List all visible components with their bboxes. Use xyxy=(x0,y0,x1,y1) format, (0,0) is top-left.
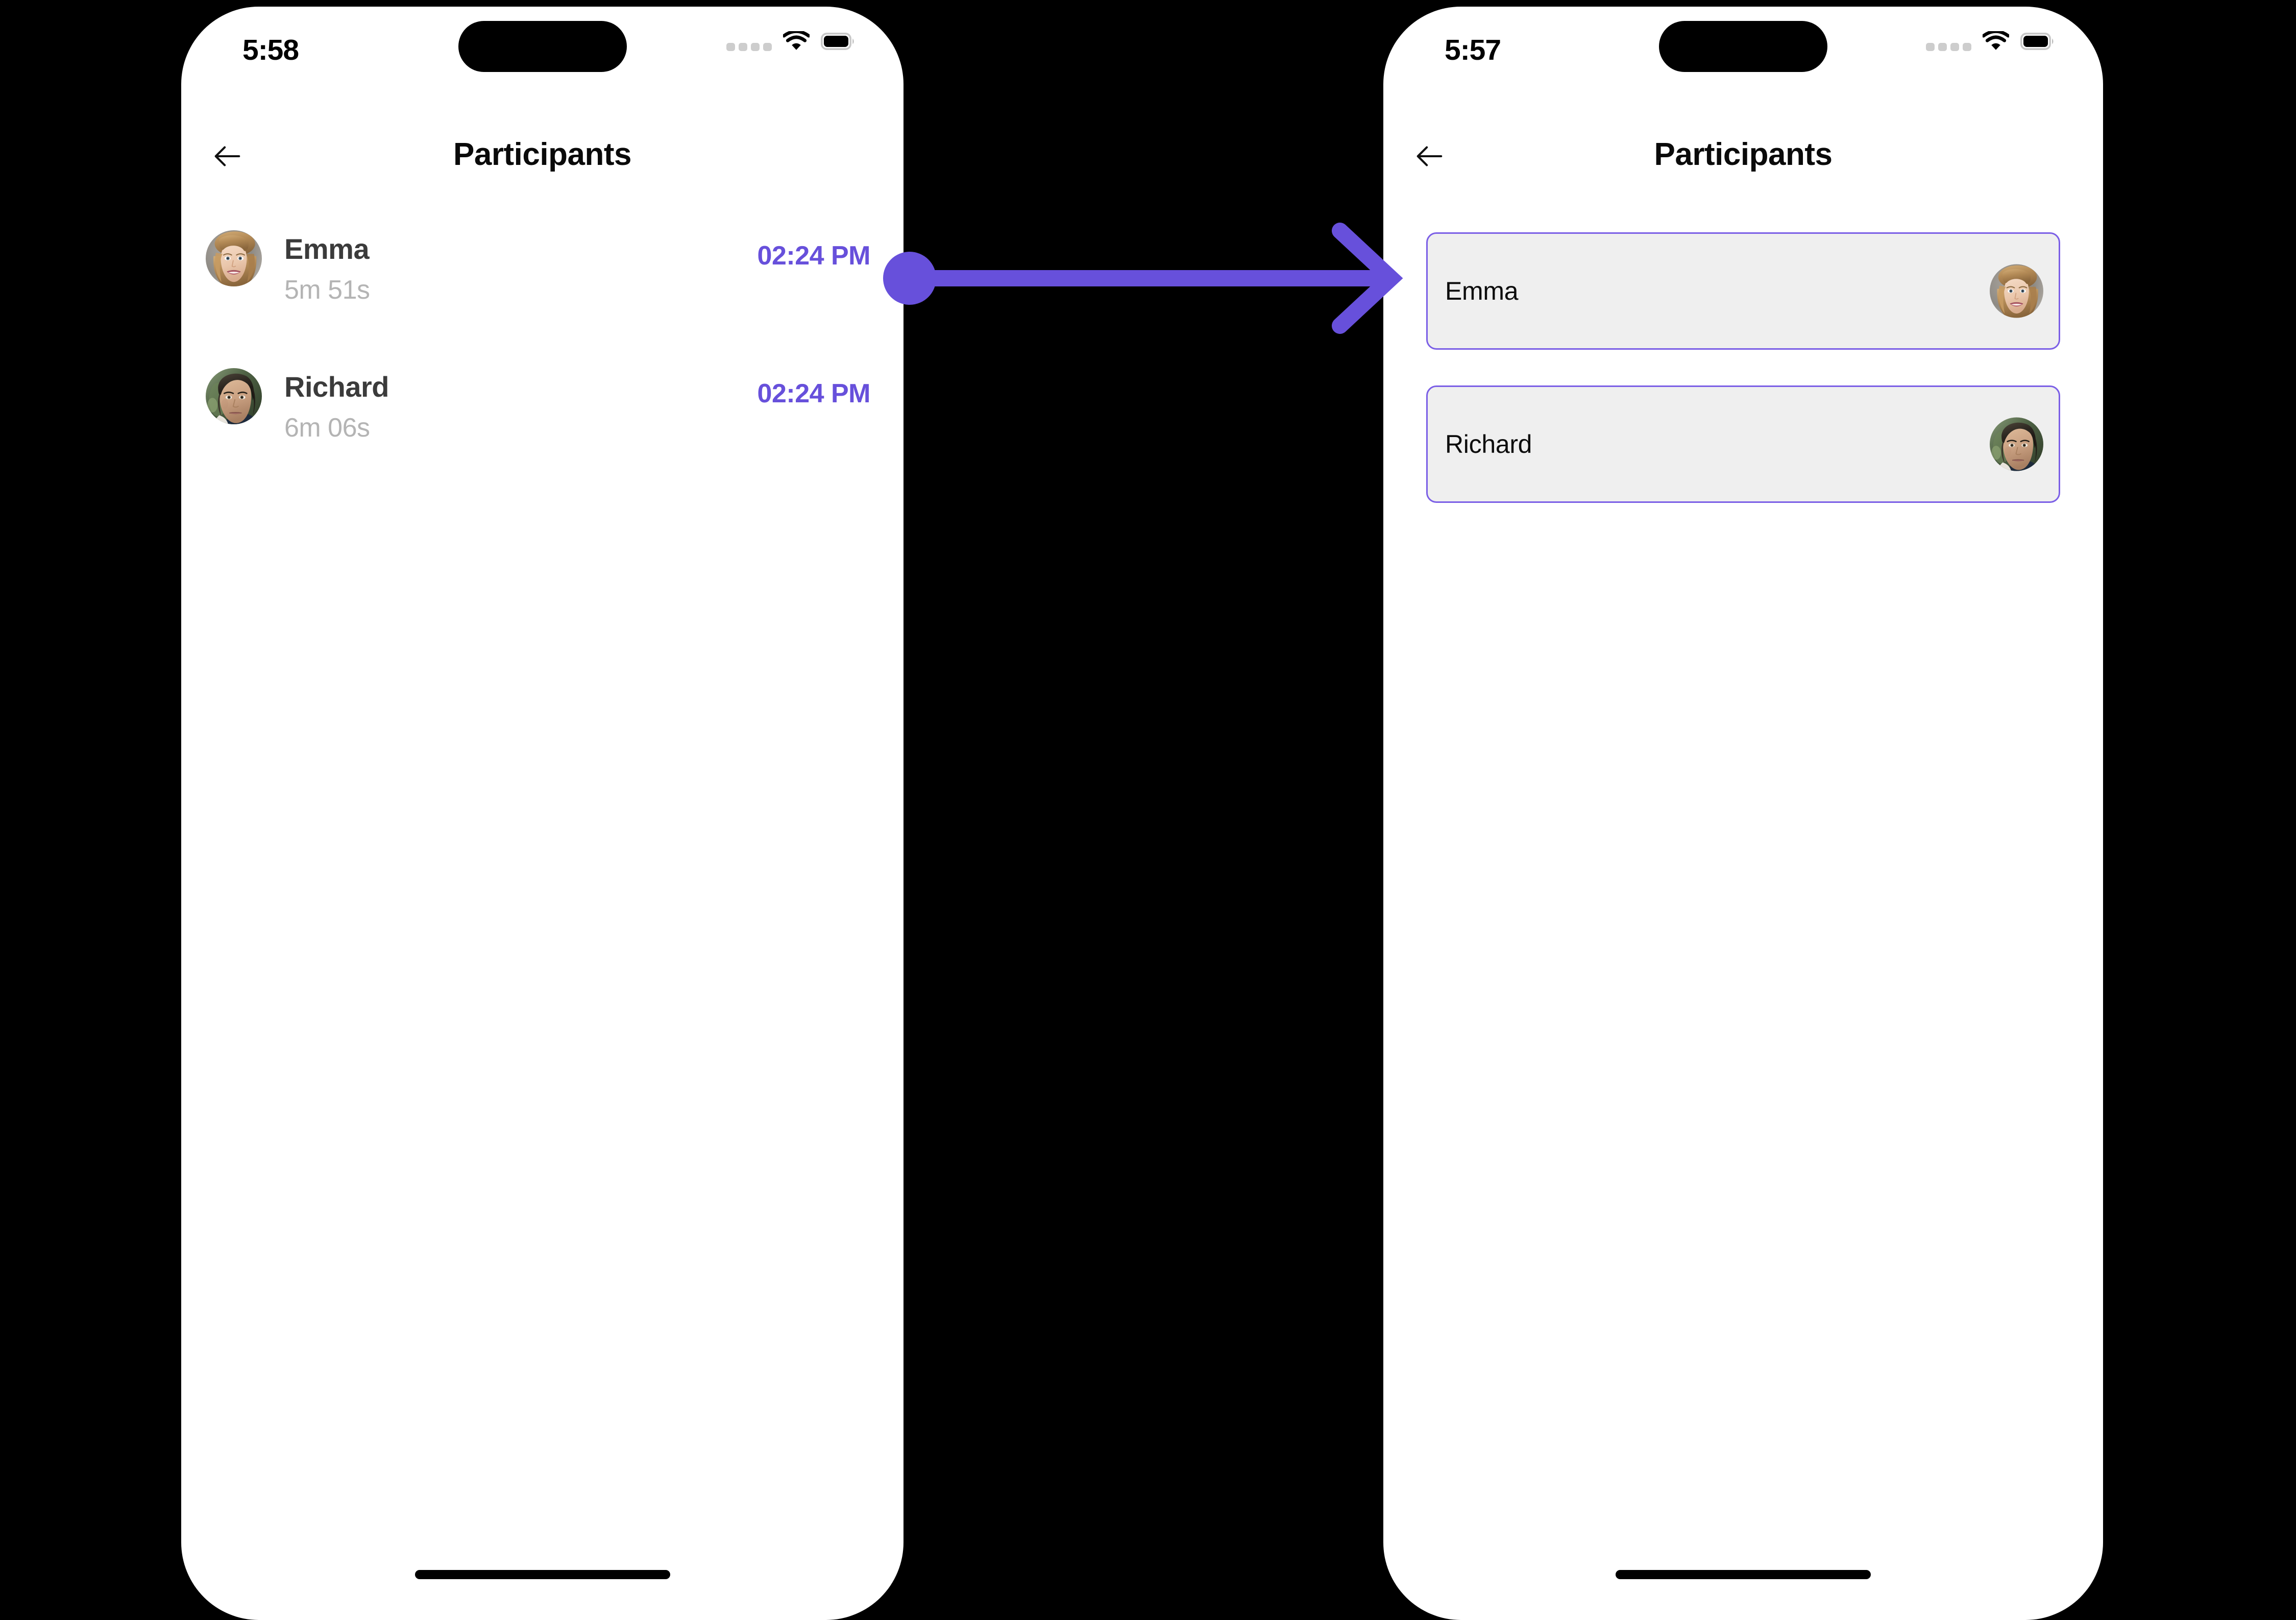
participant-duration: 6m 06s xyxy=(284,413,370,443)
participant-row-emma[interactable]: Emma 5m 51s 02:24 PM xyxy=(181,221,903,359)
avatar xyxy=(206,230,262,286)
home-indicator xyxy=(414,1570,670,1579)
nav-bar-right: Participants xyxy=(1383,124,2103,185)
dynamic-island xyxy=(1659,21,1827,72)
status-time: 5:57 xyxy=(1445,34,1501,66)
page-title: Participants xyxy=(453,137,631,172)
participant-card-emma[interactable]: Emma xyxy=(1426,232,2060,350)
wifi-icon xyxy=(783,31,810,52)
participant-card-richard[interactable]: Richard xyxy=(1426,385,2060,503)
status-bar-right: 5:57 xyxy=(1383,7,2103,101)
cellular-icon xyxy=(726,32,772,51)
status-time: 5:58 xyxy=(242,34,299,66)
participant-row-richard[interactable]: Richard 6m 06s 02:24 PM xyxy=(181,359,903,497)
participant-name: Richard xyxy=(284,371,389,403)
participant-join-time: 02:24 PM xyxy=(757,379,871,408)
phone-screen-participants-durations: 5:58 Participants Emma 5m 51s 02:24 PM xyxy=(181,7,903,1620)
home-indicator xyxy=(1616,1570,1871,1579)
flow-connector-arrow xyxy=(883,223,1403,334)
status-bar-left: 5:58 xyxy=(181,7,903,101)
battery-icon xyxy=(821,33,854,50)
battery-icon xyxy=(2020,33,2054,50)
status-icons xyxy=(726,31,854,52)
participant-duration: 5m 51s xyxy=(284,275,370,305)
wifi-icon xyxy=(1983,31,2009,52)
page-title: Participants xyxy=(1654,137,1833,172)
participant-name: Richard xyxy=(1445,430,1532,458)
participant-name: Emma xyxy=(1445,277,1519,305)
avatar xyxy=(1990,264,2043,318)
connector-arrowhead xyxy=(1332,223,1403,334)
phone-screen-participants-cards: 5:57 Participants Emma Richard xyxy=(1383,7,2103,1620)
participant-name: Emma xyxy=(284,233,370,265)
dynamic-island xyxy=(458,21,627,72)
cellular-icon xyxy=(1926,32,1971,51)
avatar xyxy=(1990,418,2043,471)
avatar xyxy=(206,368,262,424)
participants-list-durations: Emma 5m 51s 02:24 PM Richard 6m 06s 02:2… xyxy=(181,221,903,497)
participant-join-time: 02:24 PM xyxy=(757,241,871,271)
participants-list-cards: Emma Richard xyxy=(1383,232,2103,539)
nav-bar-left: Participants xyxy=(181,124,903,185)
status-icons xyxy=(1926,31,2054,52)
